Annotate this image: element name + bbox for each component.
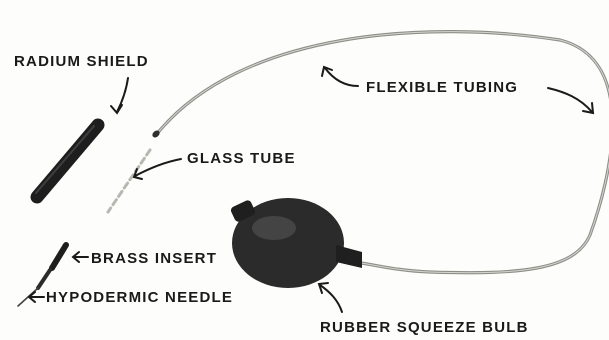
glass-tube bbox=[108, 150, 150, 212]
label-flexible-tubing: FLEXIBLE TUBING bbox=[366, 80, 518, 95]
label-glass-tube: GLASS TUBE bbox=[187, 151, 296, 166]
brass-insert bbox=[52, 245, 66, 268]
arrow-flexible-tubing-right bbox=[548, 88, 592, 112]
rubber-squeeze-bulb bbox=[230, 198, 362, 288]
label-brass-insert: BRASS INSERT bbox=[91, 251, 217, 266]
arrow-radium-shield bbox=[117, 78, 128, 112]
label-rubber-squeeze-bulb: RUBBER SQUEEZE BULB bbox=[320, 320, 529, 335]
label-radium-shield: RADIUM SHIELD bbox=[14, 54, 149, 69]
arrow-flexible-tubing-left bbox=[325, 68, 358, 86]
radium-shield bbox=[37, 125, 98, 197]
arrow-rubber-squeeze-bulb bbox=[320, 285, 342, 312]
label-hypodermic-needle: HYPODERMIC NEEDLE bbox=[46, 290, 233, 305]
